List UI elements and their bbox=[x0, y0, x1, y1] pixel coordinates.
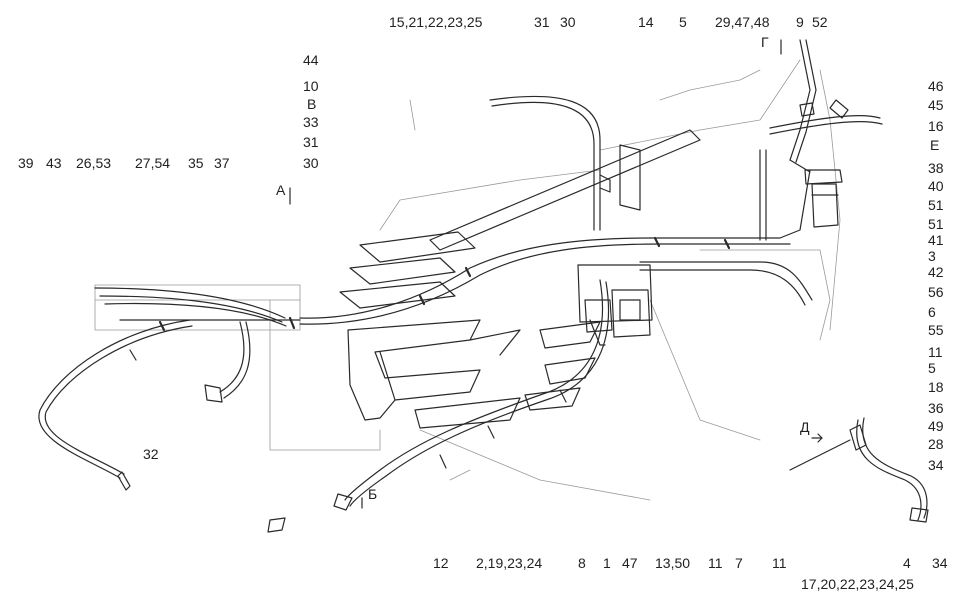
frame-outline bbox=[94, 59, 841, 501]
callout-bottom-3: 8 bbox=[578, 555, 586, 571]
callout-right-15: 11 bbox=[928, 344, 943, 360]
callout-right-10: 3 bbox=[928, 248, 936, 264]
callout-right-7: 51 bbox=[928, 197, 944, 213]
callout-left-col-2: 10 bbox=[303, 78, 319, 94]
callout-bottom-11: 34 bbox=[932, 555, 948, 571]
callout-top-8: 52 bbox=[812, 14, 828, 30]
callout-right-19: 49 bbox=[928, 418, 944, 434]
callout-right-21: 34 bbox=[928, 457, 944, 473]
callout-top-4: 14 bbox=[638, 14, 654, 30]
callout-bottom-7: 11 bbox=[708, 555, 723, 571]
callout-left-col-4: 33 bbox=[303, 114, 319, 130]
callout-bottom-second: 17,20,22,23,24,25 bbox=[801, 576, 914, 592]
callout-right-2: 45 bbox=[928, 97, 944, 113]
callout-right-9: 41 bbox=[928, 232, 944, 248]
callout-right-11: 42 bbox=[928, 264, 944, 280]
hose-left-drop bbox=[204, 321, 251, 403]
callout-left-row-4: 27,54 bbox=[135, 155, 171, 171]
callout-left-row-5: 35 bbox=[188, 155, 204, 171]
callout-bottom-6: 13,50 bbox=[655, 555, 691, 571]
view-b-label: Б bbox=[368, 486, 378, 502]
view-v-label: В bbox=[307, 96, 317, 112]
callout-right-1: 46 bbox=[928, 78, 944, 94]
callout-bottom-4: 1 bbox=[603, 555, 611, 571]
callout-hose-32: 32 bbox=[143, 446, 159, 462]
callout-left-row-6: 37 bbox=[214, 155, 230, 171]
hose-d bbox=[789, 417, 929, 523]
callout-top-5: 5 bbox=[679, 14, 687, 30]
view-a-label: А bbox=[276, 182, 286, 198]
callout-bottom-8: 7 bbox=[735, 555, 743, 571]
view-d-label: Д bbox=[800, 419, 810, 435]
callout-right-6: 40 bbox=[928, 178, 944, 194]
callout-right-8: 51 bbox=[928, 216, 944, 232]
hose-clamps bbox=[158, 236, 731, 332]
callout-left-col-1: 44 bbox=[303, 52, 319, 68]
callout-right-18: 36 bbox=[928, 400, 944, 416]
callout-left-col-6: 30 bbox=[303, 155, 319, 171]
callout-bottom-1: 12 bbox=[433, 555, 449, 571]
callout-right-3: 16 bbox=[928, 118, 944, 134]
view-markers bbox=[289, 39, 823, 509]
hose-b bbox=[267, 279, 610, 533]
hose-g bbox=[769, 39, 883, 163]
callout-bottom-2: 2,19,23,24 bbox=[476, 555, 543, 571]
filter-assembly bbox=[759, 149, 843, 241]
hose-32 bbox=[38, 319, 193, 491]
chevron-plates bbox=[339, 231, 601, 429]
main-hose-bundle bbox=[94, 169, 813, 327]
callout-bottom-5: 47 bbox=[622, 555, 638, 571]
callout-top-1: 15,21,22,23,25 bbox=[389, 14, 483, 30]
valve-block bbox=[577, 264, 653, 346]
diagonal-rail bbox=[429, 129, 701, 251]
callout-right-5: 38 bbox=[928, 160, 944, 176]
callout-right-14: 55 bbox=[928, 322, 944, 338]
callout-top-2: 31 bbox=[534, 14, 550, 30]
hose-top-31 bbox=[489, 95, 611, 231]
callout-top-3: 30 bbox=[560, 14, 576, 30]
callout-bottom-9: 11 bbox=[772, 555, 787, 571]
view-g-label: Г bbox=[761, 34, 769, 50]
callout-right-12: 56 bbox=[928, 284, 944, 300]
callout-top-7: 9 bbox=[796, 14, 804, 30]
callout-left-col-5: 31 bbox=[303, 134, 319, 150]
callout-right-20: 28 bbox=[928, 436, 944, 452]
callout-bottom-10: 4 bbox=[903, 555, 911, 571]
callout-left-row-1: 39 bbox=[18, 155, 34, 171]
callout-right-17: 18 bbox=[928, 379, 944, 395]
callout-right-13: 6 bbox=[928, 304, 936, 320]
view-e-label: Е bbox=[930, 137, 940, 153]
callout-right-16: 5 bbox=[928, 360, 936, 376]
callout-left-row-3: 26,53 bbox=[76, 155, 112, 171]
callout-top-6: 29,47,48 bbox=[715, 14, 770, 30]
callout-left-row-2: 43 bbox=[46, 155, 62, 171]
